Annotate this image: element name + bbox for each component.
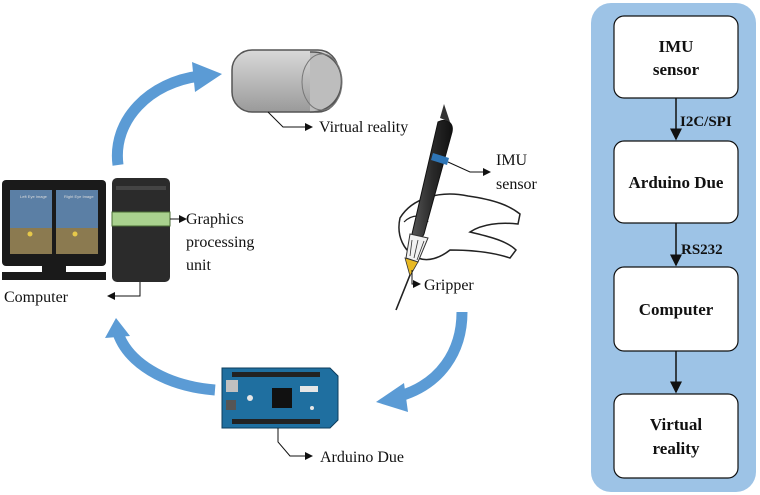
flowchart-box-vr: Virtual reality [613,393,739,479]
imu-label-line1: IMU [496,152,528,169]
flowchart-box-imu-line1: IMU [659,37,694,56]
cycle-arrow-left [105,318,216,396]
cycle-arrow-top [111,62,222,166]
flowchart-panel [591,3,756,492]
imu-label-line2: sensor [496,176,538,193]
flowchart-box-computer-line1: Computer [639,300,714,319]
gpu-label-line1: Graphics [186,211,244,228]
arduino-label: Arduino Due [320,449,404,466]
flowchart-edge-label-2: RS232 [681,242,723,258]
flowchart-edge-label-1: I2C/SPI [680,114,732,130]
flowchart-box-vr-line1: Virtual [650,415,703,434]
flowchart-box-arduino-line1: Arduino Due [629,173,724,192]
computer-label: Computer [4,289,69,306]
arduino-board-image [221,367,339,429]
flowchart-box-arduino: Arduino Due [613,140,739,224]
gripper-pen-image [395,104,521,311]
computer-tower-image [111,178,171,282]
gpu-label-line2: processing [186,234,254,251]
flowchart-box-imu-line2: sensor [653,60,700,79]
cycle-arrow-right [376,311,468,412]
gpu-label-line3: unit [186,257,211,274]
flowchart-box-imu: IMU sensor [613,15,739,99]
gripper-label: Gripper [424,277,474,294]
flowchart-box-vr-line2: reality [653,439,700,458]
screen-left-caption: Left Eye Image [20,194,48,199]
flowchart-box-computer: Computer [613,266,739,352]
vr-headset-image [231,49,343,113]
screen-right-caption: Right Eye Image [64,194,94,199]
computer-monitor-image [2,180,106,280]
vr-label: Virtual reality [319,119,408,136]
